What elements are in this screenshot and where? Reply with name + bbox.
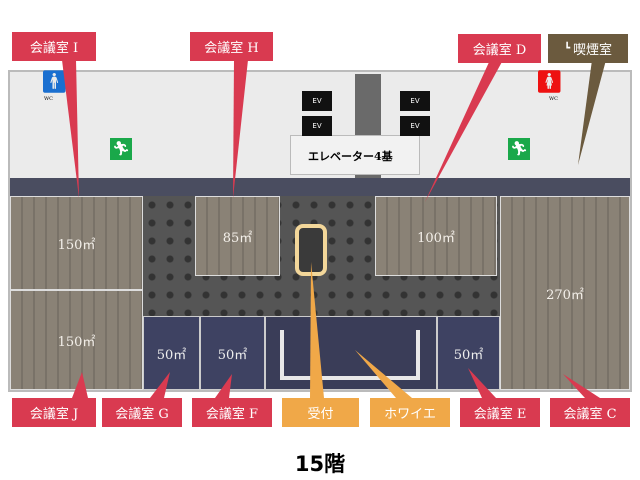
pointer-room-g — [150, 372, 170, 398]
emergency-exit-icon: 🏃︎ — [110, 138, 132, 160]
elevator-label: エレベーター4基 — [308, 150, 393, 163]
wc-label: WC — [549, 96, 558, 102]
emergency-exit-icon: 🏃︎ — [508, 138, 530, 160]
wc-label: WC — [44, 96, 53, 102]
callout-smoking[interactable]: ┗喫煙室 — [548, 34, 628, 63]
elevator-icon: EV — [302, 116, 332, 136]
callout-room-d[interactable]: 会議室 D — [458, 34, 541, 63]
room-g: 50㎡ — [143, 316, 200, 390]
pointer-room-j — [72, 372, 88, 398]
room-f: 50㎡ — [200, 316, 265, 390]
pointer-foyer — [355, 350, 412, 398]
corridor — [10, 178, 630, 196]
elevator-icon: EV — [400, 91, 430, 111]
callout-room-e[interactable]: 会議室 E — [460, 398, 540, 427]
pointer-room-e — [468, 368, 496, 398]
smoking-label: 喫煙室 — [573, 43, 613, 58]
room-h: 85㎡ — [195, 196, 280, 276]
pointer-smoking — [578, 60, 606, 165]
callout-room-c[interactable]: 会議室 C — [550, 398, 630, 427]
callout-foyer[interactable]: ホワイエ — [370, 398, 450, 427]
elevator-icon: EV — [302, 91, 332, 111]
elevator-icon: EV — [400, 116, 430, 136]
room-e: 50㎡ — [437, 316, 500, 390]
smoking-icon: ┗ — [563, 43, 570, 54]
callout-room-j[interactable]: 会議室 J — [12, 398, 96, 427]
callout-room-i[interactable]: 会議室 I — [12, 32, 96, 61]
pointer-room-c — [563, 374, 600, 398]
pointer-reception — [310, 262, 324, 398]
callout-room-g[interactable]: 会議室 G — [102, 398, 182, 427]
room-j: 150㎡ — [10, 290, 143, 390]
pointer-room-h — [233, 60, 248, 198]
pointer-room-i — [62, 60, 79, 198]
callout-reception[interactable]: 受付 — [282, 398, 359, 427]
callout-room-f[interactable]: 会議室 F — [192, 398, 272, 427]
womens-restroom-icon: 🚺︎ — [535, 70, 563, 95]
pointer-room-d — [425, 60, 503, 202]
pointer-room-f — [215, 374, 232, 398]
floor-title: 15階 — [294, 452, 346, 476]
mens-restroom-icon: 🚹︎ — [40, 70, 68, 95]
room-d: 100㎡ — [375, 196, 497, 276]
callout-room-h[interactable]: 会議室 H — [190, 32, 273, 61]
room-i: 150㎡ — [10, 196, 143, 290]
room-c: 270㎡ — [500, 196, 630, 390]
